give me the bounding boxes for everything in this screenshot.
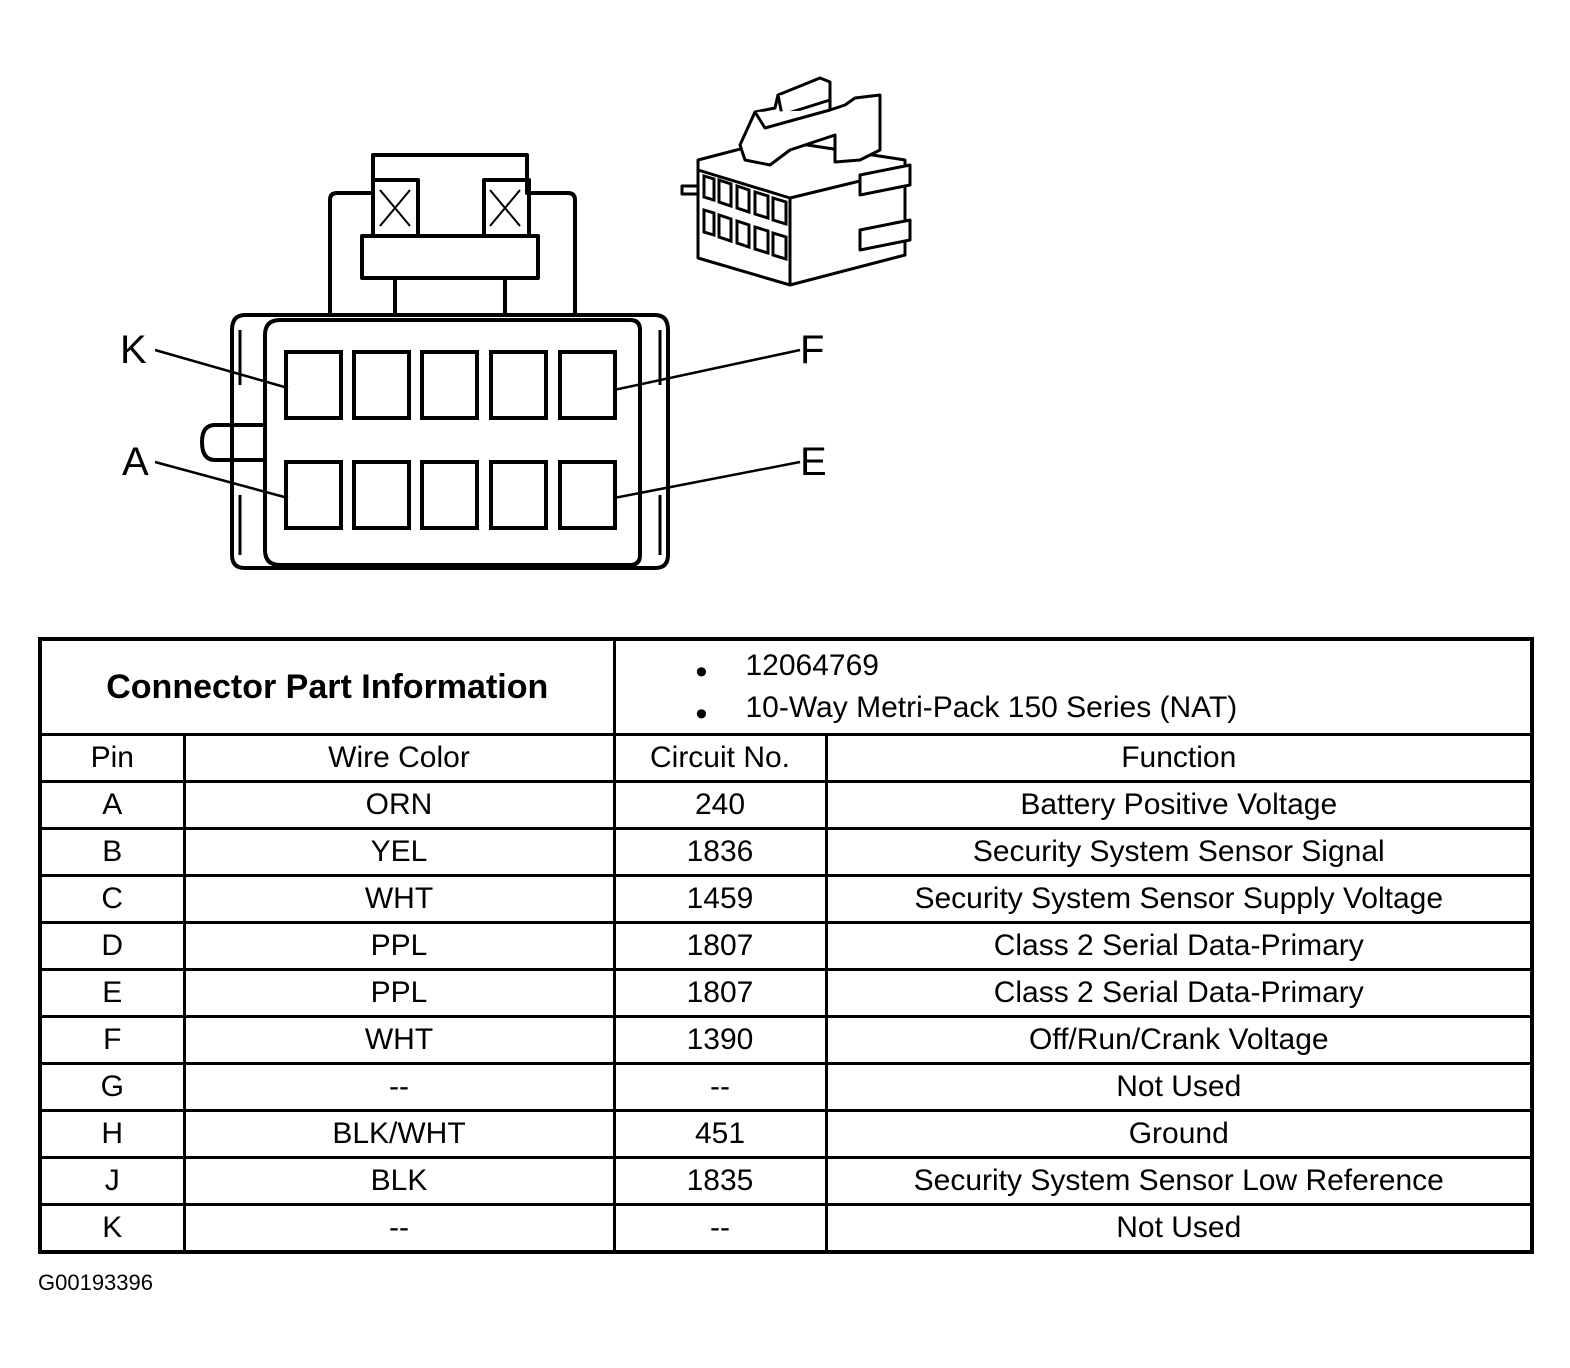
wire-color-cell: ORN [182, 780, 616, 830]
latch-right-block [482, 178, 531, 238]
cavity-f [558, 350, 617, 420]
circuit-cell: 1807 [612, 921, 828, 971]
table-row: G----Not Used [38, 1062, 1534, 1112]
cavity-h [420, 350, 479, 420]
pin-cell: K [38, 1203, 186, 1254]
function-cell: Battery Positive Voltage [824, 780, 1534, 830]
circuit-cell: 1807 [612, 968, 828, 1018]
pin-cell: H [38, 1109, 186, 1159]
cavity-j [352, 350, 411, 420]
cavity-d [489, 460, 548, 530]
wire-color-cell: PPL [182, 968, 616, 1018]
pin-cell: D [38, 921, 186, 971]
figure-id: G00193396 [38, 1270, 153, 1295]
connector-inner-body [263, 318, 642, 567]
cavity-a [284, 460, 343, 530]
leader-f [613, 348, 801, 392]
wire-color-cell: BLK [182, 1156, 616, 1206]
wire-color-cell: -- [182, 1062, 616, 1112]
table-row: K----Not Used [38, 1203, 1534, 1254]
col-header-function: Function [824, 733, 1534, 783]
latch-housing [328, 153, 577, 315]
part-info-label: Connector Part Information [38, 637, 616, 736]
cavity-c [420, 460, 479, 530]
connector-3d-illustration [680, 76, 912, 287]
cavity-e [558, 460, 617, 530]
pin-cell: C [38, 874, 186, 924]
part-description: 10-Way Metri-Pack 150 Series (NAT) [696, 687, 1531, 735]
pin-label-k: K [120, 328, 147, 372]
pin-cell: F [38, 1015, 186, 1065]
column-header-row: Pin Wire Color Circuit No. Function [38, 733, 1534, 783]
connector-info-table: Connector Part Information 12064769 10-W… [38, 637, 1534, 1254]
function-cell: Class 2 Serial Data-Primary [824, 968, 1534, 1018]
wire-color-cell: YEL [182, 827, 616, 877]
circuit-cell: 1459 [612, 874, 828, 924]
part-number: 12064769 [696, 645, 1531, 693]
function-cell: Not Used [824, 1062, 1534, 1112]
pin-cell: J [38, 1156, 186, 1206]
leader-a [154, 460, 289, 500]
part-info-values: 12064769 10-Way Metri-Pack 150 Series (N… [612, 637, 1534, 736]
col-header-pin: Pin [38, 733, 186, 783]
leader-e [613, 460, 801, 500]
circuit-cell: 1836 [612, 827, 828, 877]
connector-body [230, 313, 670, 570]
cavity-k [284, 350, 343, 420]
latch-left-block [371, 178, 420, 238]
circuit-cell: 451 [612, 1109, 828, 1159]
col-header-circuit: Circuit No. [612, 733, 828, 783]
pin-label-f: F [800, 328, 824, 372]
col-header-wire-color: Wire Color [182, 733, 616, 783]
cavity-g [489, 350, 548, 420]
function-cell: Not Used [824, 1203, 1534, 1254]
function-cell: Off/Run/Crank Voltage [824, 1015, 1534, 1065]
wire-color-cell: WHT [182, 874, 616, 924]
circuit-cell: -- [612, 1203, 828, 1254]
function-cell: Class 2 Serial Data-Primary [824, 921, 1534, 971]
pin-label-a: A [122, 440, 149, 484]
latch-bar [360, 234, 540, 280]
function-cell: Security System Sensor Supply Voltage [824, 874, 1534, 924]
wire-color-cell: PPL [182, 921, 616, 971]
pin-cell: G [38, 1062, 186, 1112]
wire-color-cell: WHT [182, 1015, 616, 1065]
function-cell: Security System Sensor Signal [824, 827, 1534, 877]
leader-k [154, 348, 289, 390]
wire-color-cell: BLK/WHT [182, 1109, 616, 1159]
key-tab [200, 423, 265, 462]
pin-cell: E [38, 968, 186, 1018]
function-cell: Ground [824, 1109, 1534, 1159]
part-info-row: Connector Part Information 12064769 10-W… [38, 637, 1534, 736]
circuit-cell: 1835 [612, 1156, 828, 1206]
circuit-cell: -- [612, 1062, 828, 1112]
function-cell: Security System Sensor Low Reference [824, 1156, 1534, 1206]
pin-cell: A [38, 780, 186, 830]
wire-color-cell: -- [182, 1203, 616, 1254]
circuit-cell: 240 [612, 780, 828, 830]
pin-label-e: E [800, 440, 827, 484]
cavity-b [352, 460, 411, 530]
connector-face-diagram: K F A E [120, 153, 827, 570]
pin-cell: B [38, 827, 186, 877]
circuit-cell: 1390 [612, 1015, 828, 1065]
